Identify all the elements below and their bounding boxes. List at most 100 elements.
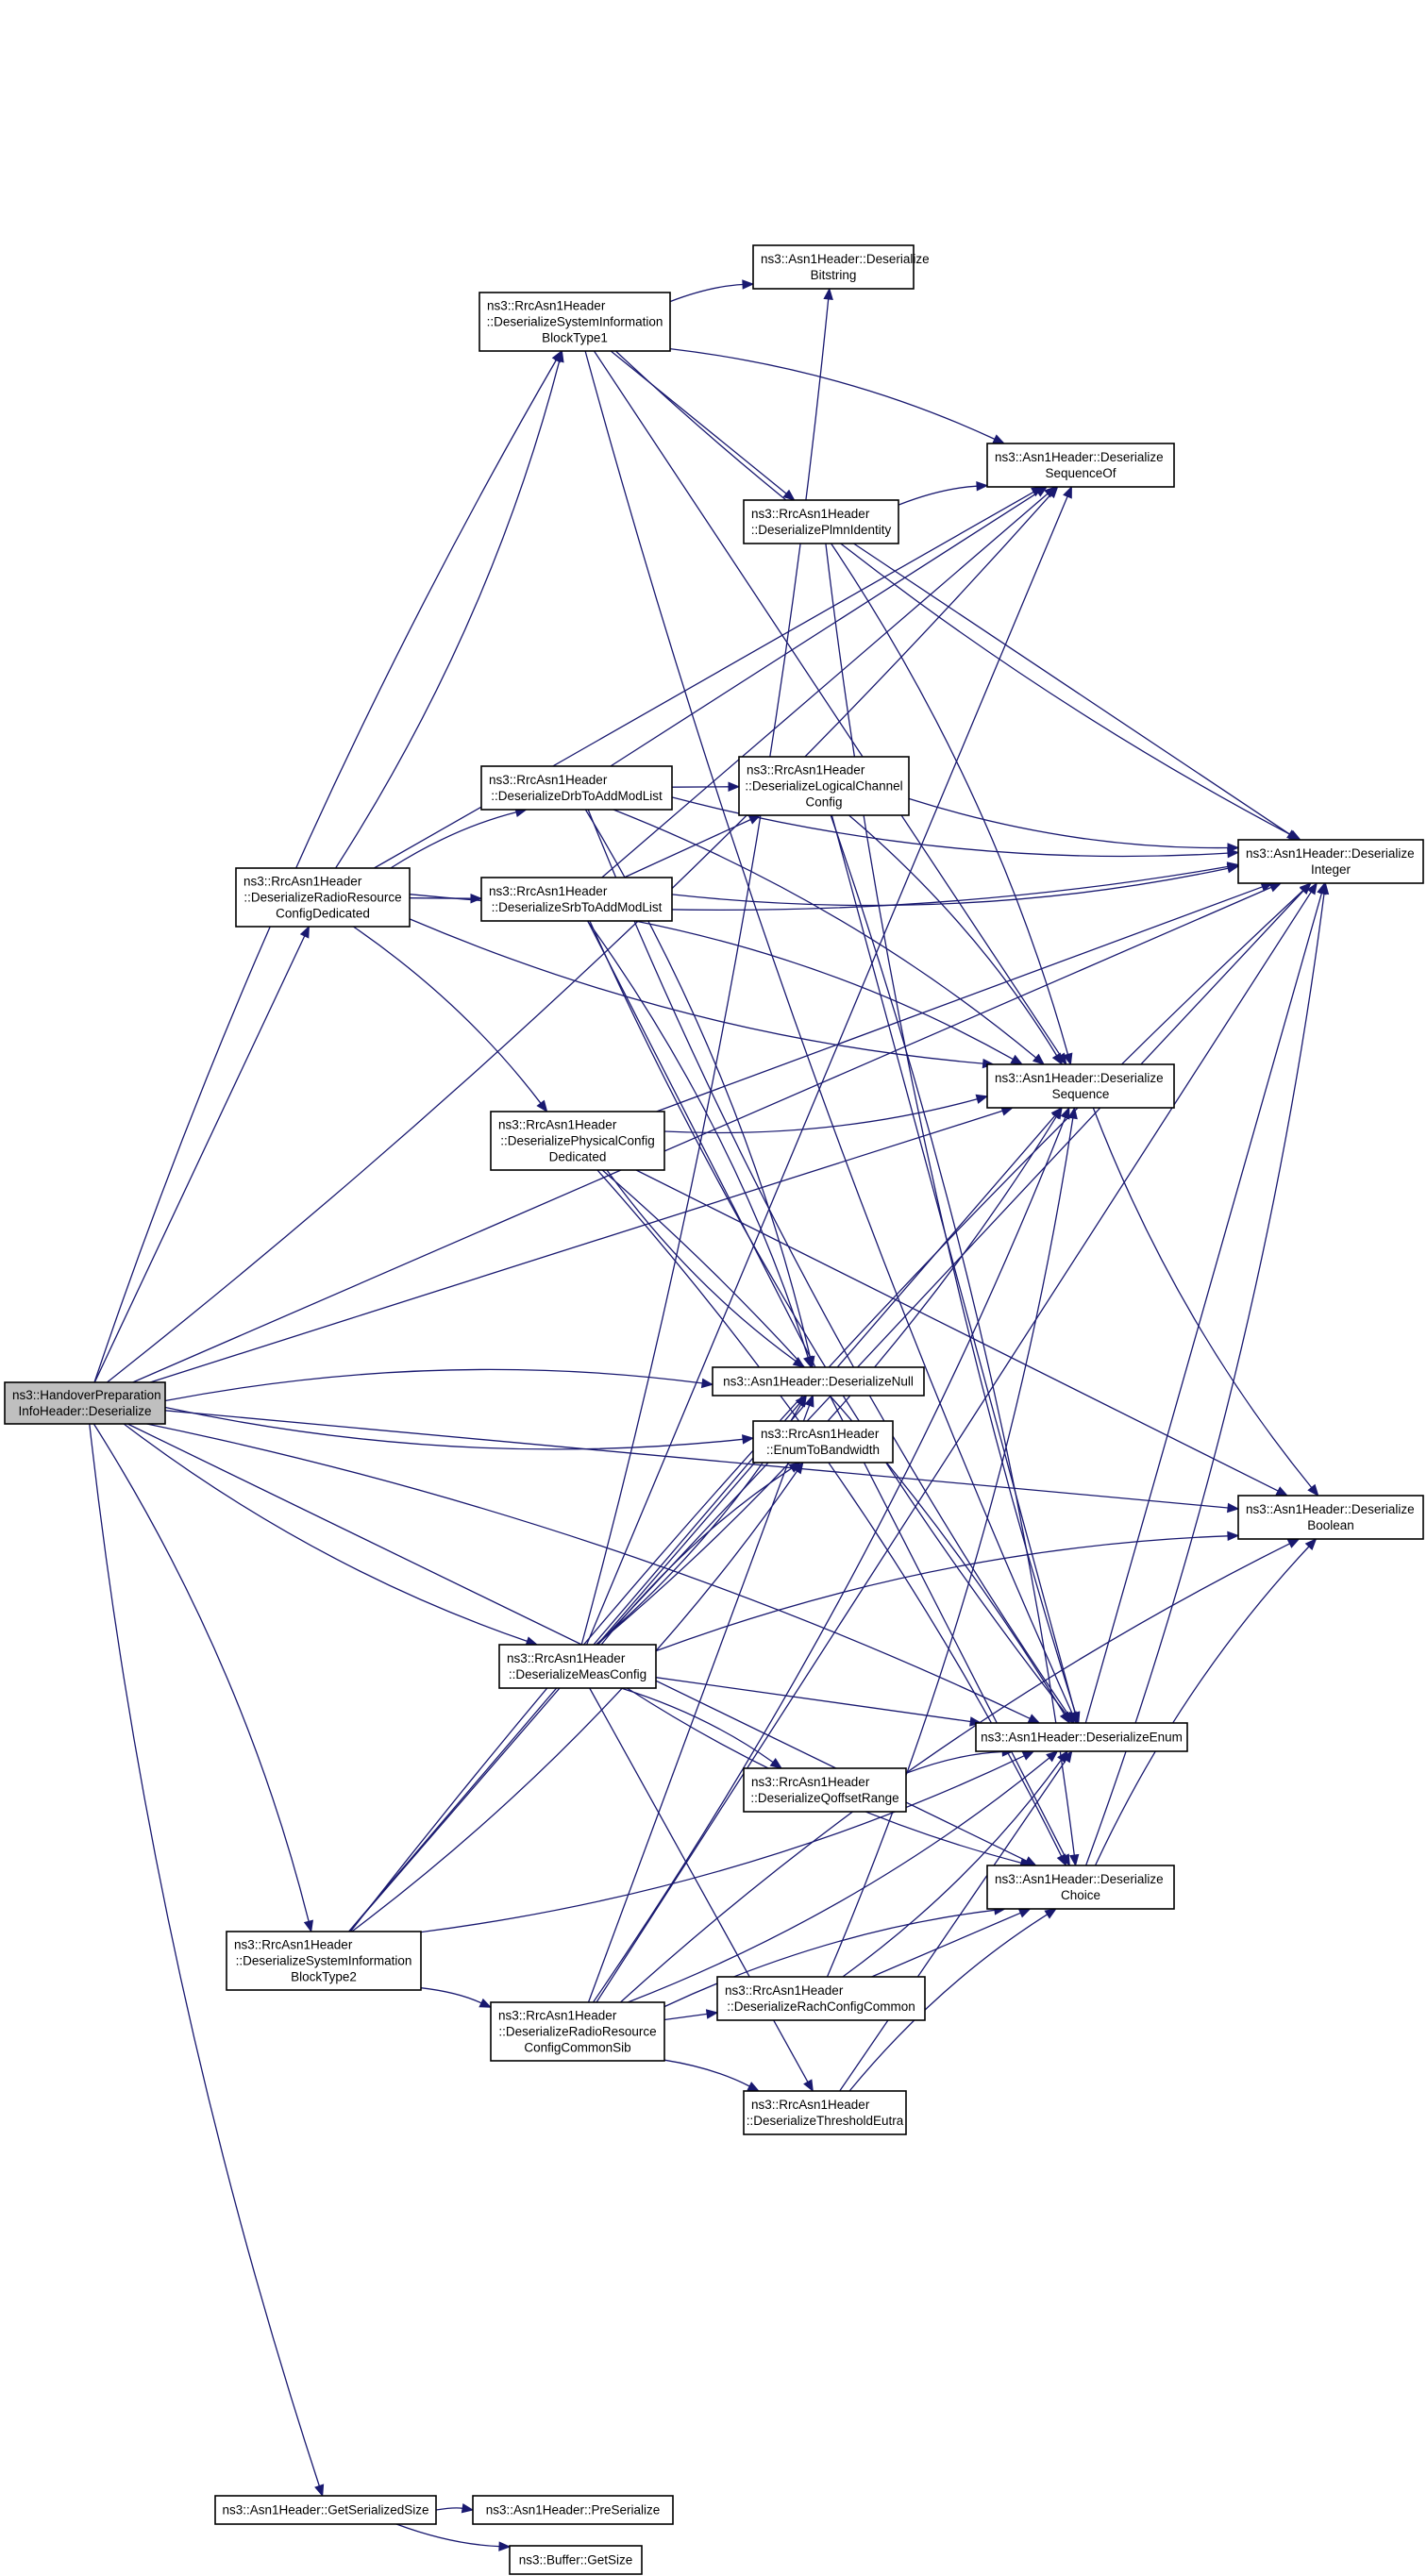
edge-arrowhead <box>747 2082 761 2092</box>
edge-line <box>1084 893 1323 1724</box>
node-label-line: ns3::Asn1Header::Deserialize <box>995 450 1164 464</box>
node-label-line: ns3::RrcAsn1Header <box>489 773 608 787</box>
node-label-line: ConfigCommonSib <box>524 2041 630 2055</box>
edge-lcc-to-choice <box>830 814 1080 1867</box>
node-phy[interactable]: ns3::RrcAsn1Header::DeserializePhysicalC… <box>490 1111 665 1171</box>
edge-arrowhead <box>478 1998 493 2008</box>
edge-enum-to-integer <box>1084 881 1327 1724</box>
node-label-line: BlockType2 <box>291 1970 357 1984</box>
node-enum[interactable]: ns3::Asn1Header::DeserializeEnum <box>975 1722 1188 1752</box>
edge-arrowhead <box>1286 1538 1301 1548</box>
node-rach[interactable]: ns3::RrcAsn1Header::DeserializeRachConfi… <box>716 1976 926 2021</box>
node-label-line: Bitstring <box>811 268 857 282</box>
node-meas[interactable]: ns3::RrcAsn1Header::DeserializeMeasConfi… <box>498 1644 657 1689</box>
node-box <box>490 2001 665 2062</box>
edge-arrowhead <box>742 279 755 290</box>
edge-line <box>606 1169 797 1363</box>
node-plmn[interactable]: ns3::RrcAsn1Header::DeserializePlmnIdent… <box>743 499 899 544</box>
edge-root-to-sib2 <box>92 1423 314 1933</box>
edge-line <box>132 886 1272 1383</box>
edge-line <box>601 493 1049 878</box>
edge-sib2-to-enum <box>420 1750 1035 1933</box>
node-sib1[interactable]: ns3::RrcAsn1Header::DeserializeSystemInf… <box>478 292 671 352</box>
edge-arrowhead <box>1061 1749 1073 1764</box>
edge-line <box>848 814 1058 1056</box>
edge-rrcSib-to-integer <box>596 881 1318 2003</box>
edge-meas-to-qoff <box>620 1687 783 1769</box>
node-label-line: ::EnumToBandwidth <box>766 1443 880 1457</box>
edge-line <box>848 1914 1048 2092</box>
edge-arrowhead <box>1227 843 1240 853</box>
node-rrcSib[interactable]: ns3::RrcAsn1Header::DeserializeRadioReso… <box>490 2001 665 2062</box>
edge-arrowhead <box>1010 1054 1024 1065</box>
node-sib2[interactable]: ns3::RrcAsn1Header::DeserializeSystemInf… <box>226 1931 422 1991</box>
node-box <box>743 1767 907 1813</box>
edge-rrcSib-to-sequence <box>592 1106 1070 2003</box>
edge-line <box>589 1687 809 2083</box>
node-label-line: ns3::RrcAsn1Header <box>489 884 608 898</box>
edge-arrowhead <box>747 814 762 825</box>
node-drb[interactable]: ns3::RrcAsn1Header::DeserializeDrbToAddM… <box>480 765 673 811</box>
node-label-line: ::DeserializeLogicalChannel <box>745 779 902 794</box>
node-bufSize[interactable]: ns3::Buffer::GetSize <box>509 2545 643 2575</box>
node-bw[interactable]: ns3::RrcAsn1Header::EnumToBandwidth <box>752 1420 894 1464</box>
node-qoff[interactable]: ns3::RrcAsn1Header::DeserializeQoffsetRa… <box>743 1767 907 1813</box>
node-box <box>752 244 915 290</box>
node-label-line: ::DeserializeSystemInformation <box>487 315 663 329</box>
edge-line <box>655 1535 1229 1652</box>
edge-line <box>831 543 1069 1055</box>
edge-phy-to-sequence <box>663 1094 989 1134</box>
edge-sib2-to-sequence <box>348 1106 1063 1932</box>
node-label-line: BlockType1 <box>542 331 608 345</box>
edge-rrcDed-to-sib1 <box>335 349 564 869</box>
node-null[interactable]: ns3::Asn1Header::DeserializeNull <box>712 1366 925 1397</box>
node-label-line: ns3::Asn1Header::GetSerializedSize <box>222 2503 428 2517</box>
node-box <box>975 1722 1188 1752</box>
edge-rrcDed-to-drb <box>390 807 528 869</box>
node-thresh[interactable]: ns3::RrcAsn1Header::DeserializeThreshold… <box>743 2090 907 2135</box>
node-box <box>986 1063 1175 1109</box>
node-label-line: Dedicated <box>549 1150 607 1164</box>
edge-arrowhead <box>1227 1502 1240 1514</box>
edge-line <box>839 1759 1067 2092</box>
node-preSer[interactable]: ns3::Asn1Header::PreSerialize <box>472 2495 674 2525</box>
edge-line <box>409 918 983 1064</box>
edge-arrowhead <box>1226 863 1240 874</box>
edge-line <box>663 1098 978 1134</box>
edge-sib1-to-integer <box>614 350 1301 841</box>
node-root[interactable]: ns3::HandoverPreparationInfoHeader::Dese… <box>4 1381 166 1425</box>
edge-sib1-to-bitstring <box>669 279 755 303</box>
node-label-line: ns3::RrcAsn1Header <box>751 507 870 521</box>
node-label-line: ns3::Asn1Header::Deserialize <box>1246 846 1415 861</box>
edge-line <box>587 809 1069 1715</box>
edge-rrcSib-to-null <box>587 1394 814 2003</box>
node-label-line: ::DeserializeSystemInformation <box>236 1954 412 1968</box>
edge-line <box>1094 1546 1310 1866</box>
edge-line <box>92 1423 310 1922</box>
edge-rach-to-sequence <box>826 1106 1078 1978</box>
node-srb[interactable]: ns3::RrcAsn1Header::DeserializeSrbToAddM… <box>480 877 673 922</box>
edge-arrowhead <box>1069 1853 1080 1867</box>
edge-meas-to-boolean <box>655 1531 1240 1652</box>
edge-phy-to-boolean <box>635 1169 1289 1497</box>
edge-meas-to-bw <box>600 1462 802 1646</box>
edge-line <box>669 283 744 303</box>
edge-lcc-to-integer <box>908 797 1240 853</box>
edge-sib2-to-rrcSib <box>420 1987 493 2008</box>
node-rrcDed[interactable]: ns3::RrcAsn1Header::DeserializeRadioReso… <box>235 867 411 928</box>
edges-layer <box>89 279 1330 2551</box>
node-lcc[interactable]: ns3::RrcAsn1Header::DeserializeLogicalCh… <box>738 756 910 816</box>
node-label-line: ns3::RrcAsn1Header <box>234 1938 353 1952</box>
node-label-line: ::DeserializeRadioResource <box>498 2025 656 2039</box>
node-getSize[interactable]: ns3::Asn1Header::GetSerializedSize <box>214 2495 437 2525</box>
node-box <box>752 1420 894 1464</box>
edge-line <box>905 1750 1003 1774</box>
edge-line <box>613 809 1037 1059</box>
edge-root-to-seqOf <box>106 486 1059 1383</box>
